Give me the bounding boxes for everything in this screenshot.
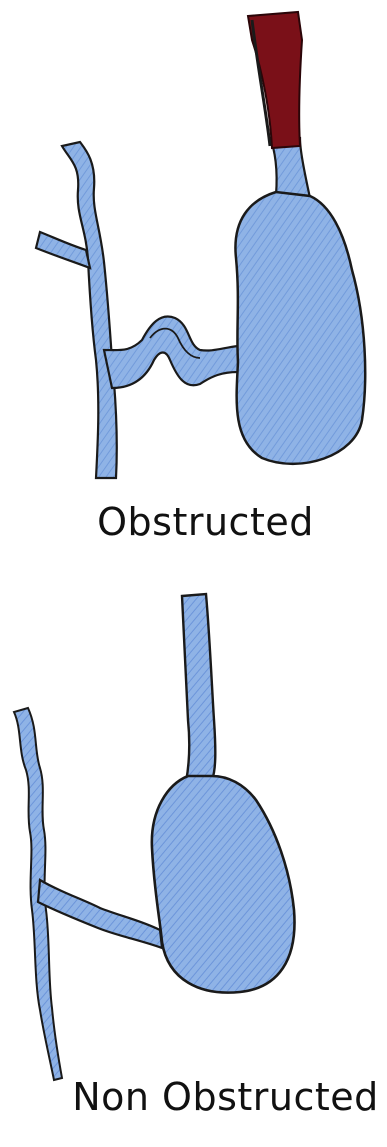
caption-non-obstructed: Non Obstructed — [32, 1075, 387, 1119]
tortuous-duct — [104, 317, 238, 388]
obstruction-plug — [248, 12, 302, 148]
obstructed-diagram — [0, 0, 387, 500]
non-obstructed-diagram — [0, 580, 387, 1100]
vessel-branch-left — [62, 142, 117, 478]
sac-obstructed — [235, 192, 365, 464]
connecting-duct — [38, 880, 162, 948]
sac-non-obstructed — [152, 776, 295, 993]
vessel-side-branch — [36, 232, 90, 268]
outflow-neck — [182, 594, 215, 782]
caption-obstructed: Obstructed — [12, 500, 387, 544]
